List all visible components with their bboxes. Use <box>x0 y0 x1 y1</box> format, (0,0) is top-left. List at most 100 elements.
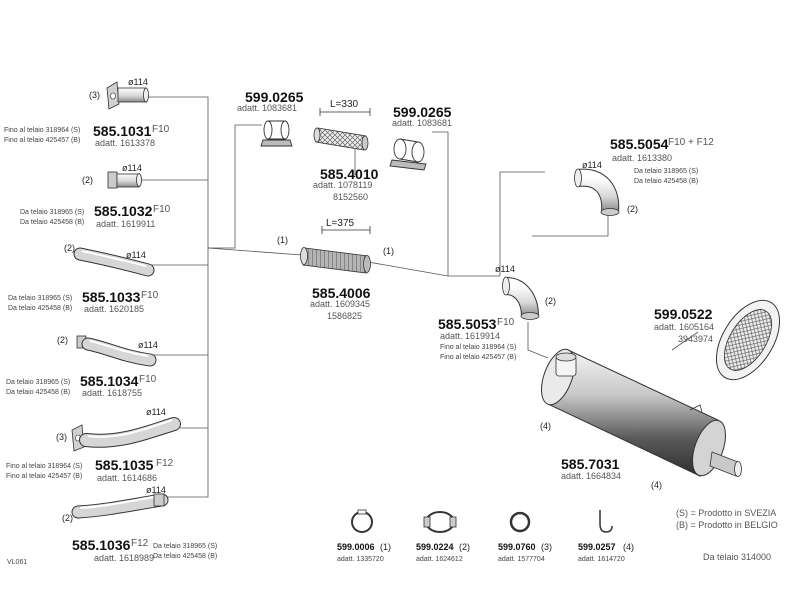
small-part-599-0257-shape <box>599 510 613 533</box>
adatt-585-1035: adatt. 1614686 <box>97 473 158 483</box>
pipe-585-1031-shape <box>106 81 149 110</box>
pipe-585-1033-shape <box>73 247 155 277</box>
part-number-585-1036: 585.1036 <box>72 537 131 553</box>
diameter-585-1034: ø114 <box>138 340 158 350</box>
note-585-5054-b: Da telaio 425458 (B) <box>634 178 699 185</box>
note-585-1032-b: Da telaio 425458 (B) <box>20 219 85 226</box>
diameter-585-1032: ø114 <box>122 163 142 173</box>
qty-585-4006-left: (1) <box>277 235 288 245</box>
diameter-585-1033: ø114 <box>126 250 146 260</box>
adatt-585-4010: adatt. 1078119 <box>313 180 373 190</box>
qty-585-5054: (2) <box>627 204 638 214</box>
small-part-599-0006-shape <box>351 509 373 533</box>
adatt-clamp-b: adatt. 1083681 <box>392 118 453 128</box>
suffix-585-1035: F12 <box>156 458 174 469</box>
pipe-585-1035-shape <box>71 417 181 452</box>
adatt-585-1032: adatt. 1619911 <box>96 219 156 229</box>
part-number-599-0006: 599.0006 <box>337 542 375 552</box>
leader-lines <box>140 96 699 498</box>
qty-585-1034: (2) <box>57 335 68 345</box>
qty-599-0006: (1) <box>380 542 391 552</box>
pipe-585-1034-shape <box>76 335 157 367</box>
adatt-585-1034: adatt. 1618755 <box>82 388 143 398</box>
qty-585-4006-right: (1) <box>383 246 394 256</box>
note-585-1033-s: Da telaio 318965 (S) <box>8 295 73 302</box>
note-585-1035-b: Fino al telaio 425457 (B) <box>6 473 83 480</box>
note-585-1032-s: Da telaio 318965 (S) <box>20 209 85 216</box>
suffix-585-1032: F10 <box>153 204 171 215</box>
qty-585-1033: (2) <box>64 243 75 253</box>
adatt-599-0257: adatt. 1614720 <box>578 556 625 563</box>
suffix-585-1034: F10 <box>139 374 157 385</box>
adatt-599-0224: adatt. 1624612 <box>416 556 463 563</box>
sheet-code: VL061 <box>7 559 28 566</box>
part-number-585-1033: 585.1033 <box>82 289 141 305</box>
clamp-a-shape <box>260 120 293 147</box>
note-585-1034-b: Da telaio 425458 (B) <box>6 389 71 396</box>
part-number-585-4010: 585.4010 <box>320 166 379 182</box>
part-number-599-0224: 599.0224 <box>416 542 454 552</box>
qty-585-1035: (3) <box>56 432 67 442</box>
suffix-585-1031: F10 <box>152 124 170 135</box>
elbow-585-5053-shape <box>502 276 540 320</box>
part-number-599-0760: 599.0760 <box>498 542 536 552</box>
adatt-585-1033: adatt. 1620185 <box>84 304 145 314</box>
note-585-1034-s: Da telaio 318965 (S) <box>6 379 71 386</box>
note-585-5053-s: Fino al telaio 318964 (S) <box>440 344 517 351</box>
legend-belgium: (B) = Prodotto in BELGIO <box>676 520 778 530</box>
legend-chassis: Da telaio 314000 <box>703 552 772 562</box>
qty-585-1036: (2) <box>62 513 73 523</box>
adatt-585-1036: adatt. 1618989 <box>94 553 155 563</box>
adatt-585-7031: adatt. 1664834 <box>561 471 622 481</box>
suffix-585-1036: F12 <box>131 538 149 549</box>
small-part-599-0760-shape <box>509 511 531 533</box>
part-number-585-1035: 585.1035 <box>95 457 154 473</box>
pipe-585-4006-shape <box>300 226 371 274</box>
suffix-585-5053: F10 <box>497 317 515 328</box>
adatt-585-5053: adatt. 1619914 <box>440 331 501 341</box>
part-number-585-5054: 585.5054 <box>610 136 669 152</box>
qty-599-0760: (3) <box>541 542 552 552</box>
alt-585-4006: 1586825 <box>327 311 363 321</box>
diameter-585-5053: ø114 <box>495 264 515 274</box>
qty-585-7031-b: (4) <box>651 480 662 490</box>
note-585-1031-s: Fino al telaio 318964 (S) <box>4 127 81 134</box>
qty-585-1032: (2) <box>82 175 93 185</box>
part-number-clamp-a: 599.0265 <box>245 89 304 105</box>
part-number-599-0257: 599.0257 <box>578 542 616 552</box>
suffix-585-1033: F10 <box>141 290 159 301</box>
adatt-585-4006: adatt. 1609345 <box>310 299 371 309</box>
alt-585-4010: 8152560 <box>333 192 369 202</box>
part-number-585-1032: 585.1032 <box>94 203 153 219</box>
part-number-585-1031: 585.1031 <box>93 123 152 139</box>
part-number-clamp-b: 599.0265 <box>393 104 452 120</box>
length-585-4010: L=330 <box>330 99 359 110</box>
note-585-5054-s: Da telaio 318965 (S) <box>634 168 699 175</box>
diameter-585-1036: ø114 <box>146 485 166 495</box>
grille-599-0522-shape <box>715 299 781 381</box>
part-number-585-1034: 585.1034 <box>80 373 139 389</box>
alt-599-0522: 3943974 <box>678 334 714 344</box>
note-585-1036-s: Da telaio 318965 (S) <box>153 543 218 550</box>
muffler-585-7031-shape <box>541 348 742 477</box>
pipe-585-1036-shape <box>71 493 169 519</box>
part-number-585-5053: 585.5053 <box>438 316 497 332</box>
qty-585-7031-a: (4) <box>540 421 551 431</box>
part-number-585-7031: 585.7031 <box>561 456 620 472</box>
diameter-585-1031: ø114 <box>128 77 148 87</box>
adatt-599-0522: adatt. 1605164 <box>654 322 715 332</box>
small-part-599-0224-shape <box>423 511 457 533</box>
note-585-1033-b: Da telaio 425458 (B) <box>8 305 73 312</box>
qty-599-0257: (4) <box>623 542 634 552</box>
adatt-599-0760: adatt. 1577704 <box>498 556 545 563</box>
qty-585-1031: (3) <box>89 90 100 100</box>
adatt-599-0006: adatt. 1335720 <box>337 556 384 563</box>
clamp-b-shape <box>389 138 427 171</box>
part-number-585-4006: 585.4006 <box>312 285 371 301</box>
adatt-clamp-a: adatt. 1083681 <box>237 103 298 113</box>
note-585-1035-s: Fino al telaio 318964 (S) <box>6 463 83 470</box>
adatt-585-1031: adatt. 1613378 <box>95 138 156 148</box>
part-number-599-0522: 599.0522 <box>654 306 713 322</box>
length-585-4006: L=375 <box>326 218 355 229</box>
